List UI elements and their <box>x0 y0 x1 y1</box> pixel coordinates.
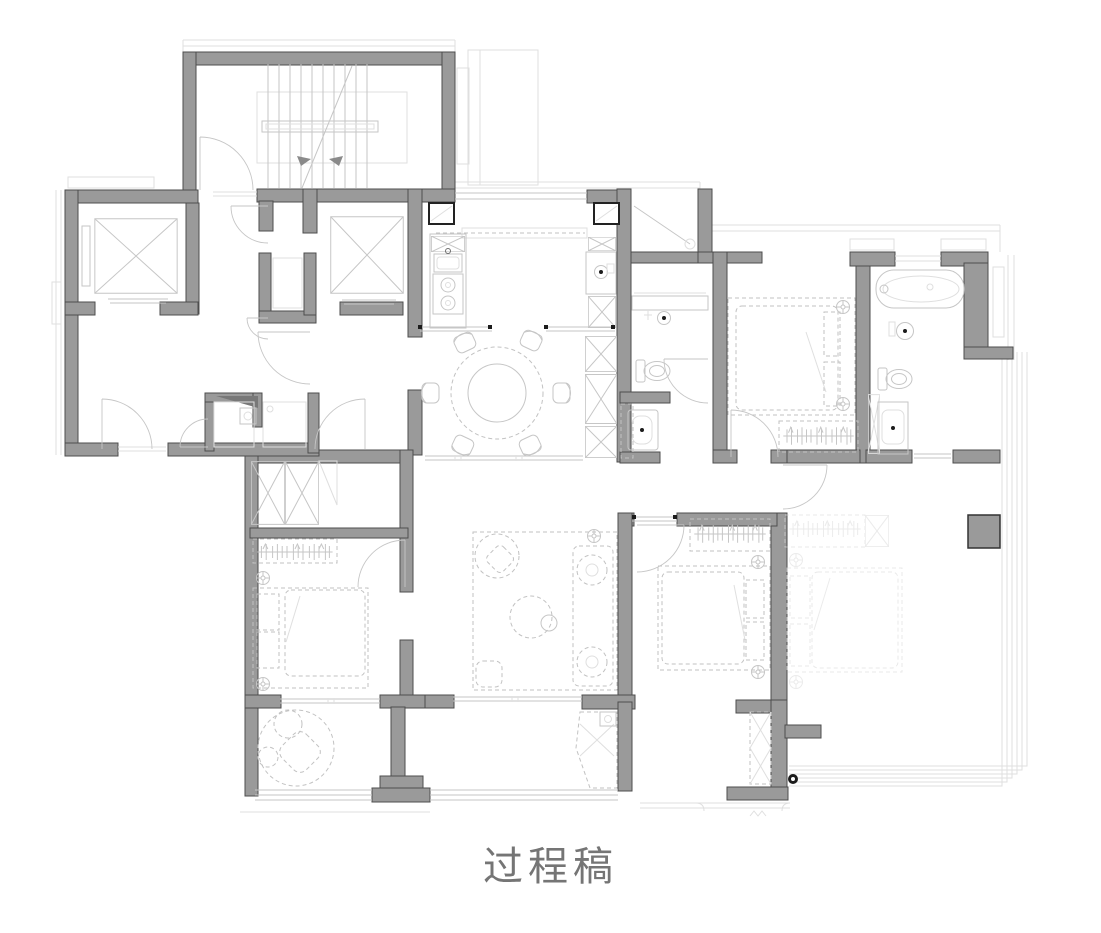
columns <box>428 202 1001 784</box>
bathroom-2 <box>620 292 709 459</box>
lounge-chair <box>257 709 335 787</box>
door-shaft <box>246 317 269 340</box>
dining-chair <box>449 433 476 459</box>
staircase <box>213 64 408 197</box>
elevators <box>81 216 404 452</box>
lobby-shaft <box>272 257 303 309</box>
kitchen <box>418 192 617 332</box>
kitchen-counter-right <box>585 251 617 295</box>
master-bed-outline <box>786 567 903 673</box>
stair-landing-rail <box>261 120 379 133</box>
free-column <box>967 514 1001 549</box>
walls <box>64 51 1014 803</box>
ceiling-symbol <box>751 665 765 679</box>
powder-basin <box>239 407 257 425</box>
dining-chair <box>517 433 544 459</box>
door-master-suite <box>782 464 828 510</box>
door-powder-room <box>179 418 209 448</box>
ceiling-symbol <box>789 553 803 567</box>
facade-details <box>51 39 1028 817</box>
drain-marker <box>788 774 798 784</box>
pouf <box>475 660 503 688</box>
dining-chair <box>451 329 478 355</box>
door-bedroom-2 <box>730 409 779 458</box>
master-bathroom <box>868 255 965 459</box>
shower-head <box>657 311 671 325</box>
bed3-outline <box>657 565 771 671</box>
dining-table <box>450 346 544 440</box>
ceiling-symbol <box>256 571 270 585</box>
shower-head <box>896 322 914 340</box>
bath2-vanity <box>627 409 659 451</box>
bed2-outline <box>727 297 856 416</box>
ceiling-symbol <box>256 677 270 691</box>
bedroom-4 <box>251 460 380 704</box>
ceiling-symbol <box>587 529 601 543</box>
dining-room <box>421 327 617 461</box>
bed4-outline <box>252 587 369 689</box>
master-vanity <box>877 401 909 455</box>
ceiling-symbol <box>789 675 803 689</box>
door-entry-dining <box>257 331 311 385</box>
elevator-2-cab <box>330 216 404 294</box>
kitchen-counter-left <box>429 233 467 329</box>
door-bedroom-4 <box>357 539 406 588</box>
bathtub <box>875 269 965 309</box>
door-left-room <box>101 398 153 450</box>
balcony-center <box>575 711 772 789</box>
toilet <box>877 367 913 391</box>
sofa <box>572 545 614 687</box>
master-wardrobe <box>784 514 866 548</box>
living-room <box>453 529 618 702</box>
ceiling-symbol <box>751 555 765 569</box>
bedroom-3 <box>632 515 771 679</box>
rug <box>472 531 618 691</box>
cooktop <box>432 273 464 315</box>
door-entry-hall <box>314 398 366 450</box>
bed4-wardrobe <box>252 538 338 564</box>
toilet <box>635 359 671 383</box>
armchair <box>474 533 520 579</box>
stair-direction-arrow <box>329 156 343 166</box>
ceiling-symbol <box>836 397 850 411</box>
master-bedroom <box>784 514 903 689</box>
dining-chair <box>518 327 545 353</box>
door-lobby <box>230 205 269 244</box>
powder-room <box>213 401 307 448</box>
bath2-counter <box>631 295 709 311</box>
balcony-left <box>255 709 618 801</box>
door-bathroom-2 <box>663 358 709 404</box>
dining-chair <box>421 382 440 404</box>
door-bedroom-3 <box>636 524 685 573</box>
stair-direction-arrow <box>297 156 311 166</box>
coffee-table <box>509 595 553 639</box>
ceiling-symbol <box>836 300 850 314</box>
dining-chair <box>552 382 571 404</box>
elevator-1-cab <box>94 218 178 294</box>
bed2-wardrobe <box>778 420 859 453</box>
door-stair-hall <box>199 136 254 191</box>
utility-room <box>633 205 696 250</box>
bedroom-2 <box>727 297 859 453</box>
caption: 过程稿 <box>483 845 618 889</box>
doors <box>101 136 828 588</box>
